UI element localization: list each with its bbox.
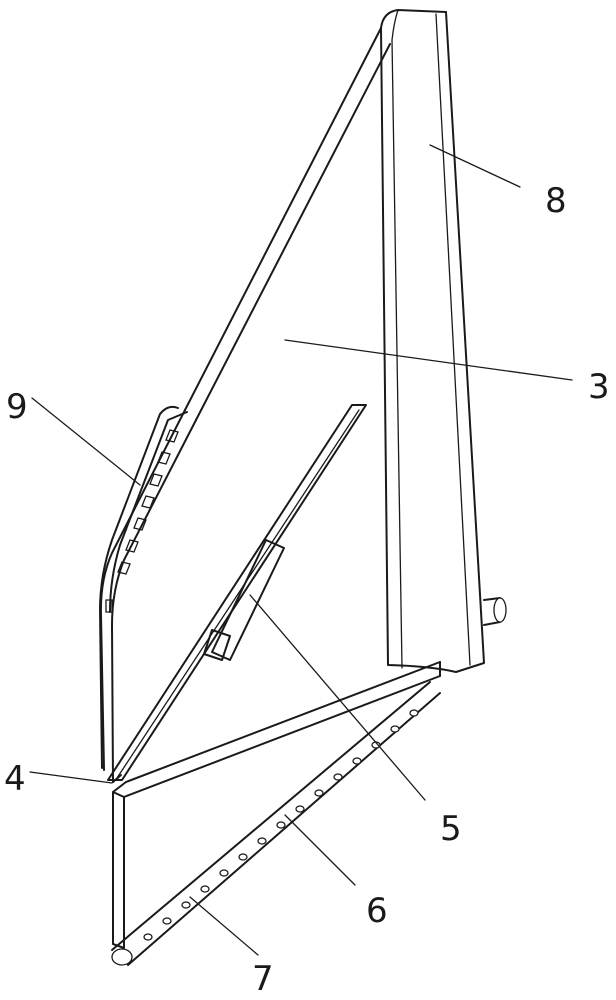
label-6: 6 [366, 891, 388, 931]
leader-7 [190, 897, 258, 955]
slide-rail [108, 405, 366, 780]
pipe-stub [484, 598, 506, 625]
label-3: 3 [588, 367, 610, 407]
reference-labels: 8 3 9 4 5 6 7 [4, 181, 610, 999]
label-8: 8 [545, 181, 567, 221]
leader-4 [30, 772, 112, 783]
label-9: 9 [6, 387, 28, 427]
label-7: 7 [252, 959, 274, 999]
main-plate [101, 28, 390, 782]
leader-9 [32, 398, 140, 485]
label-5: 5 [440, 809, 462, 849]
front-plate [113, 662, 440, 948]
leader-3 [285, 340, 572, 380]
leader-6 [285, 815, 355, 885]
baffle-panel [381, 10, 484, 672]
leader-5 [250, 595, 425, 800]
leader-lines [30, 145, 572, 955]
label-4: 4 [4, 759, 26, 799]
